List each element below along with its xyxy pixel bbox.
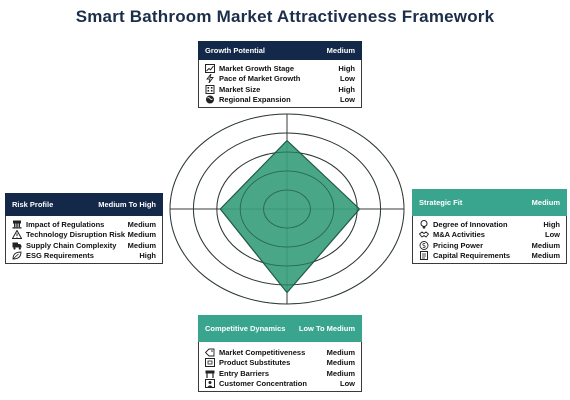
regulation-icon bbox=[12, 220, 22, 229]
list-item: ESG Requirements High bbox=[12, 251, 156, 262]
radar-ring-overlay bbox=[169, 113, 405, 305]
document-icon bbox=[419, 251, 429, 261]
competitive-dynamics-header: Competitive Dynamics Low To Medium bbox=[198, 315, 362, 342]
risk-profile-card: Risk Profile Medium To High Impact of Re… bbox=[5, 193, 163, 264]
strategic-fit-rating: Medium bbox=[531, 198, 560, 207]
dollar-icon bbox=[419, 240, 429, 250]
item-value: Medium bbox=[127, 240, 156, 250]
item-label: Entry Barriers bbox=[219, 368, 270, 378]
strategic-fit-header: Strategic Fit Medium bbox=[412, 189, 567, 216]
page-title: Smart Bathroom Market Attractiveness Fra… bbox=[75, 7, 495, 26]
radar-ring-overlay bbox=[216, 151, 358, 267]
item-value: High bbox=[139, 251, 156, 261]
item-label: Pace of Market Growth bbox=[219, 74, 301, 84]
list-item: Customer Concentration Low bbox=[205, 379, 355, 390]
competitive-dynamics-rating: Low To Medium bbox=[298, 324, 355, 333]
item-label: Supply Chain Complexity bbox=[26, 240, 117, 250]
item-value: Low bbox=[340, 379, 355, 389]
item-value: High bbox=[543, 219, 560, 229]
barrier-icon bbox=[205, 369, 215, 378]
tag-icon bbox=[205, 348, 215, 357]
list-item: Impact of Regulations Medium bbox=[12, 219, 156, 230]
item-value: Low bbox=[340, 95, 355, 105]
radar-ring-overlay bbox=[263, 189, 311, 229]
list-item: Product Substitutes Medium bbox=[205, 358, 355, 369]
item-label: Customer Concentration bbox=[219, 379, 307, 389]
item-label: Degree of Innovation bbox=[433, 219, 508, 229]
lightning-icon bbox=[205, 74, 215, 84]
item-value: Medium bbox=[127, 219, 156, 229]
risk-profile-header: Risk Profile Medium To High bbox=[5, 193, 163, 216]
item-label: Market Competitiveness bbox=[219, 347, 306, 357]
truck-icon bbox=[12, 241, 22, 250]
item-value: Low bbox=[545, 230, 560, 240]
competitive-dynamics-items: Market Competitiveness Medium Product Su… bbox=[198, 342, 362, 392]
list-item: Market Competitiveness Medium bbox=[205, 347, 355, 358]
leaf-icon bbox=[12, 251, 22, 260]
box-icon bbox=[205, 358, 215, 368]
item-value: Medium bbox=[127, 230, 156, 240]
strategic-fit-card: Strategic Fit Medium Degree of Innovatio… bbox=[412, 189, 567, 264]
list-item: Capital Requirements Medium bbox=[419, 251, 560, 262]
item-label: Market Size bbox=[219, 84, 261, 94]
list-item: Pace of Market Growth Low bbox=[205, 74, 355, 85]
list-item: Market Growth Stage High bbox=[205, 63, 355, 74]
list-item: Market Size High bbox=[205, 84, 355, 95]
item-value: High bbox=[338, 63, 355, 73]
item-label: Technology Disruption Risk bbox=[26, 230, 126, 240]
competitive-dynamics-card: Competitive Dynamics Low To Medium Marke… bbox=[198, 315, 362, 392]
growth-potential-title: Growth Potential bbox=[205, 46, 265, 55]
item-label: Regional Expansion bbox=[219, 95, 291, 105]
growth-potential-items: Market Growth Stage High Pace of Market … bbox=[198, 60, 362, 108]
item-value: Low bbox=[340, 74, 355, 84]
item-label: ESG Requirements bbox=[26, 251, 94, 261]
item-label: Market Growth Stage bbox=[219, 63, 295, 73]
list-item: Pricing Power Medium bbox=[419, 240, 560, 251]
radar-shape bbox=[219, 139, 361, 294]
list-item: Regional Expansion Low bbox=[205, 95, 355, 106]
growth-potential-rating: Medium bbox=[326, 46, 355, 55]
item-label: Impact of Regulations bbox=[26, 219, 105, 229]
strategic-fit-items: Degree of Innovation High M&A Activities… bbox=[412, 216, 567, 264]
list-item: Degree of Innovation High bbox=[419, 219, 560, 230]
risk-profile-items: Impact of Regulations Medium Technology … bbox=[5, 216, 163, 264]
item-value: Medium bbox=[326, 358, 355, 368]
risk-profile-title: Risk Profile bbox=[12, 200, 54, 209]
strategic-fit-title: Strategic Fit bbox=[419, 198, 463, 207]
list-item: Entry Barriers Medium bbox=[205, 368, 355, 379]
radar-ring-overlay bbox=[239, 170, 335, 248]
competitive-dynamics-title: Competitive Dynamics bbox=[205, 324, 286, 333]
globe-icon bbox=[205, 95, 215, 104]
chart-icon bbox=[205, 63, 215, 73]
handshake-icon bbox=[419, 230, 429, 239]
item-label: Pricing Power bbox=[433, 240, 484, 250]
item-label: Capital Requirements bbox=[433, 251, 511, 261]
item-label: Product Substitutes bbox=[219, 358, 291, 368]
growth-potential-card: Growth Potential Medium Market Growth St… bbox=[198, 41, 362, 108]
warning-icon bbox=[12, 230, 22, 240]
lightbulb-icon bbox=[419, 219, 429, 229]
item-value: Medium bbox=[326, 368, 355, 378]
list-item: M&A Activities Low bbox=[419, 230, 560, 241]
item-value: Medium bbox=[326, 347, 355, 357]
item-value: Medium bbox=[531, 240, 560, 250]
growth-potential-header: Growth Potential Medium bbox=[198, 41, 362, 60]
item-value: High bbox=[338, 84, 355, 94]
customer-icon bbox=[205, 379, 215, 389]
list-item: Technology Disruption Risk Medium bbox=[12, 230, 156, 241]
list-item: Supply Chain Complexity Medium bbox=[12, 240, 156, 251]
risk-profile-rating: Medium To High bbox=[98, 200, 156, 209]
radar-ring-overlay bbox=[192, 132, 381, 286]
building-icon bbox=[205, 84, 215, 94]
item-label: M&A Activities bbox=[433, 230, 485, 240]
item-value: Medium bbox=[531, 251, 560, 261]
